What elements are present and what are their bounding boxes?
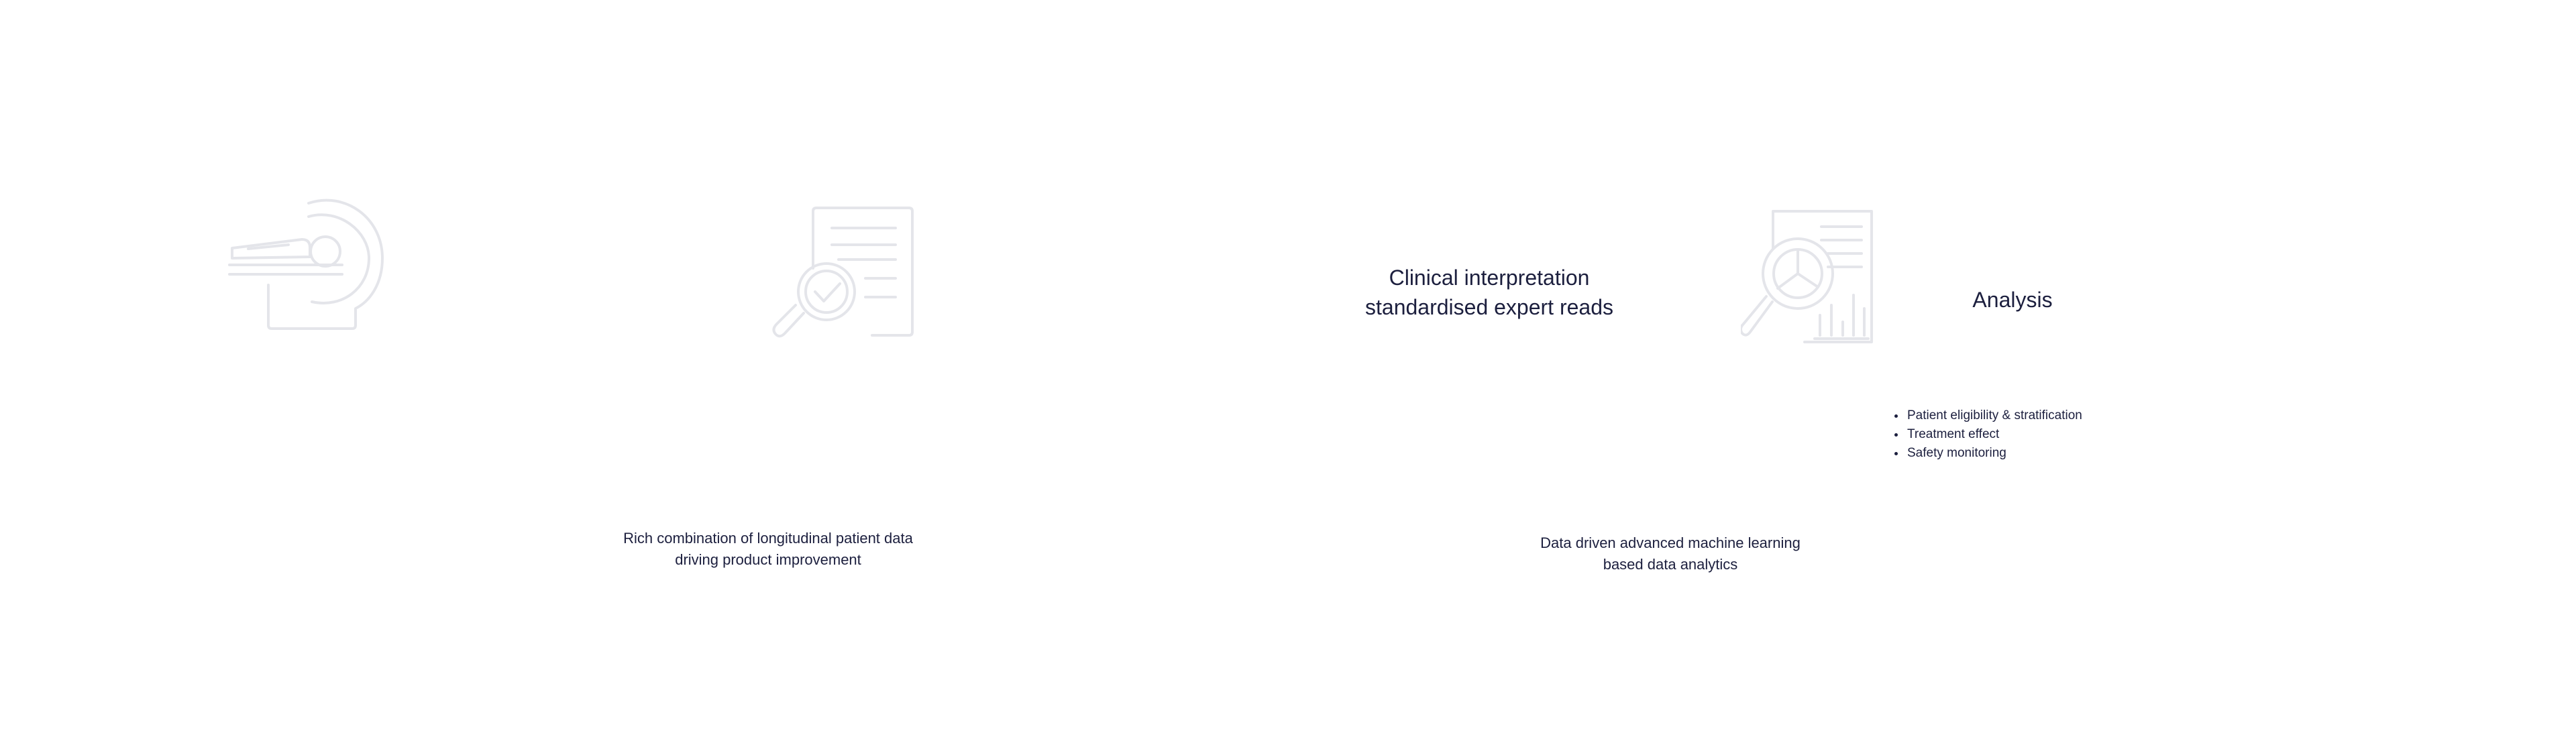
document-magnifier-check-icon — [771, 205, 916, 345]
mri-scanner-icon — [228, 191, 386, 332]
longitudinal-data-caption: Rich combination of longitudinal patient… — [594, 528, 943, 571]
clinical-interpretation-heading: Clinical interpretation standardised exp… — [1355, 263, 1623, 322]
bullet-treatment-effect: Treatment effect — [1906, 425, 2082, 444]
report-magnifier-chart-icon — [1741, 208, 1875, 345]
clinical-heading-line-2: standardised expert reads — [1365, 295, 1613, 319]
bullet-patient-eligibility: Patient eligibility & stratification — [1906, 406, 2082, 425]
clinical-heading-line-1: Clinical interpretation — [1389, 266, 1590, 290]
analysis-heading: Analysis — [1972, 288, 2053, 312]
longitudinal-caption-line-1: Rich combination of longitudinal patient… — [623, 530, 913, 547]
bullet-safety-monitoring: Safety monitoring — [1906, 444, 2082, 463]
longitudinal-caption-line-2: driving product improvement — [675, 551, 861, 568]
analysis-bullet-list: Patient eligibility & stratification Tre… — [1888, 406, 2082, 463]
machine-learning-caption: Data driven advanced machine learning ba… — [1516, 532, 1825, 575]
ml-caption-line-2: based data analytics — [1603, 556, 1738, 573]
ml-caption-line-1: Data driven advanced machine learning — [1540, 534, 1801, 551]
